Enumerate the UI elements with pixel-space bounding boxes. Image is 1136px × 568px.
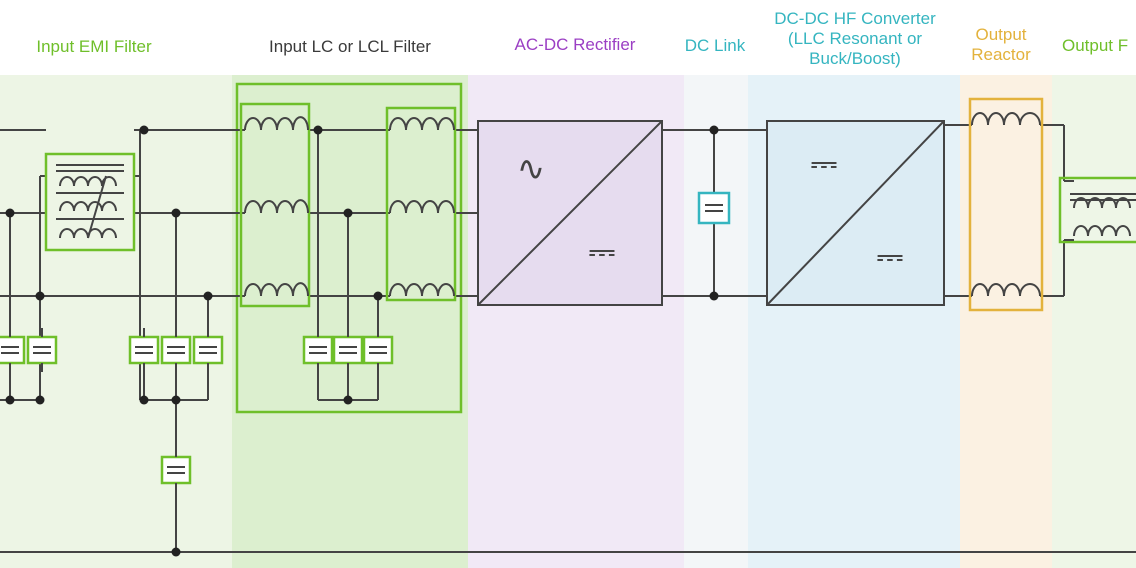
rectifier-diagonal [477,120,663,306]
dc-in-symbol: ⎓ [810,145,837,183]
junction-dot [343,395,353,405]
emi-coupling-line [87,175,107,239]
inductor-coil [1073,225,1131,237]
dclink-capacitor [697,191,731,225]
inductor-coil [971,112,1041,126]
label-output-filter: Output F [1062,36,1129,55]
dclink-capacitor-box [697,191,731,225]
inductor-coil [244,282,309,297]
junction-dot [171,395,181,405]
junction-dot [373,291,383,301]
inductor-coil [389,283,455,297]
inductor-coil [389,117,455,131]
capacitors [0,328,394,492]
lc-inductor-box-2 [385,106,457,302]
junction-dot [203,291,213,301]
dcdc-converter-block: ⎓ ⎓ [766,120,945,306]
inductor-coil [244,116,309,131]
lc-inductor-box-1 [239,102,311,308]
lc-inductor-column-1 [239,102,311,308]
junction-dot [35,395,45,405]
output-reactor [968,97,1044,312]
junction-dot [139,125,149,135]
capacitor-box [302,335,334,365]
capacitor [160,448,192,492]
capacitor [362,328,394,372]
junction-dot [709,291,719,301]
capacitor-box [192,335,224,365]
emi-coil-2 [59,201,117,212]
output-choke-box [1058,176,1136,244]
junction-dot [171,547,181,557]
capacitor [26,328,58,372]
junction-dot [709,125,719,135]
capacitor-box [362,335,394,365]
label-input-emi-filter: Input EMI Filter [36,37,152,56]
capacitor [0,328,26,372]
lc-filter-box [235,82,463,414]
capacitor-box [332,335,364,365]
junction-dot [5,208,15,218]
capacitor-box [0,335,26,365]
capacitor-box [160,335,192,365]
dc-out-symbol: ⎓ [876,238,903,276]
emi-common-mode-choke [44,152,136,252]
label-output-reactor: Output Reactor [971,25,1031,64]
rectifier-block: ∿ ⎓ [477,120,663,306]
junction-dot [171,208,181,218]
inductor-coil [389,200,455,214]
capacitor-box [26,335,58,365]
junction-dot [343,208,353,218]
capacitor [332,328,364,372]
ac-symbol: ∿ [517,150,546,188]
capacitor [160,328,192,372]
capacitor [192,328,224,372]
label-dc-dc-converter: DC-DC HF Converter (LLC Resonant or Buck… [774,9,936,68]
inductor-coil [971,283,1041,297]
dclink-section-bg [684,75,748,568]
lc-inductor-column-2 [385,106,457,302]
label-input-lc-filter: Input LC or LCL Filter [269,37,431,56]
inductor-coil [244,199,309,214]
dc-symbol: ⎓ [588,233,615,271]
label-dc-link: DC Link [684,36,746,55]
capacitor [302,328,334,372]
converter-diagonal [766,120,945,306]
emi-section-bg [0,75,232,568]
capacitor-box [128,335,160,365]
capacitor-box [160,455,192,485]
reactor-section-bg [960,75,1052,568]
junction-dot [35,291,45,301]
label-ac-dc-rectifier: AC-DC Rectifier [514,35,636,54]
capacitor [128,328,160,372]
lc-section-bg [232,75,468,568]
reactor-box [968,97,1044,312]
output-filter-choke [1058,176,1136,244]
emi-choke-box [44,152,136,252]
junction-dot [313,125,323,135]
junction-dot [5,395,15,405]
output-section-bg [1052,75,1136,568]
junction-dot [139,395,149,405]
junction-dots [5,125,719,557]
